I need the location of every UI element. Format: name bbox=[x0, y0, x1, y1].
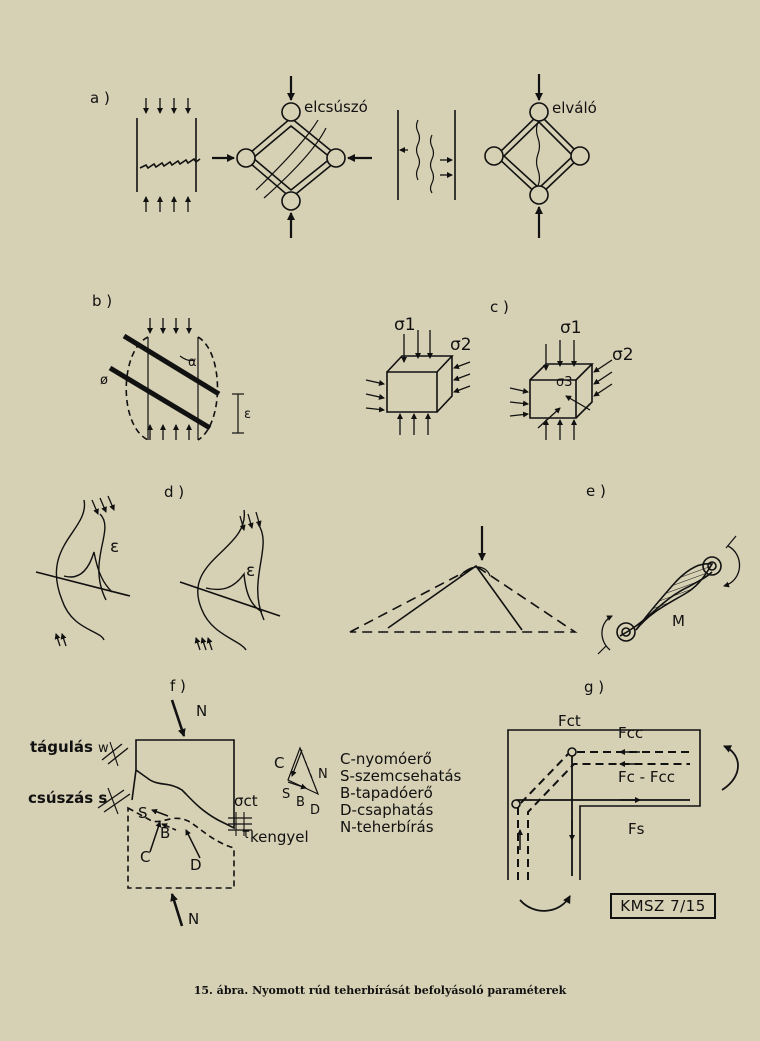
label-epsilon: ε bbox=[244, 407, 251, 422]
legend-item: C-nyomóerő bbox=[340, 750, 432, 768]
label-sigma2: σ2 bbox=[450, 335, 472, 355]
triangle-B: B bbox=[296, 795, 305, 810]
panel-e bbox=[349, 526, 741, 655]
label-N-top: N bbox=[196, 702, 207, 720]
panel-a-label: a ) bbox=[90, 89, 110, 107]
label-sigma1: σ1 bbox=[394, 315, 416, 335]
label-expansion: tágulás bbox=[30, 738, 93, 756]
label-sigma1-b: σ1 bbox=[560, 318, 582, 338]
panel-a bbox=[136, 74, 590, 238]
triangle-C: C bbox=[274, 754, 284, 772]
label-epsilon-d2: ε bbox=[246, 561, 255, 581]
figure-stamp: KMSZ 7/15 bbox=[610, 893, 716, 919]
legend-item: N-teherbírás bbox=[340, 818, 434, 836]
legend-item: B-tapadóerő bbox=[340, 784, 433, 802]
label-sliding: csúszás s bbox=[28, 789, 107, 807]
panel-d bbox=[35, 495, 281, 651]
legend-item: D-csaphatás bbox=[340, 801, 434, 819]
panel-f-label: f ) bbox=[170, 677, 186, 695]
labels: a ) elcsúszó elváló b ) α ø ε c ) σ1 σ2 … bbox=[28, 89, 685, 928]
panel-g-label: g ) bbox=[584, 678, 604, 696]
label-Fs: Fs bbox=[628, 820, 645, 838]
panel-g bbox=[507, 729, 739, 912]
label-sigma-ct: σct bbox=[234, 792, 258, 810]
triangle-N: N bbox=[318, 767, 328, 782]
panel-b bbox=[108, 318, 244, 441]
triangle-S: S bbox=[282, 787, 290, 802]
legend-item: S-szemcsehatás bbox=[340, 767, 462, 785]
label-sigma2-b: σ2 bbox=[612, 345, 634, 365]
label-C: C bbox=[140, 848, 150, 866]
label-phi: ø bbox=[100, 373, 108, 388]
label-alpha: α bbox=[188, 355, 197, 370]
label-tau: τ bbox=[242, 827, 250, 842]
panel-e-label: e ) bbox=[586, 482, 606, 500]
label-split: elváló bbox=[552, 99, 597, 117]
panel-b-label: b ) bbox=[92, 292, 112, 310]
panel-c bbox=[365, 330, 613, 440]
label-Fc-minus-Fcc: Fc - Fcc bbox=[618, 768, 675, 786]
label-sigma3: σ3 bbox=[556, 375, 573, 390]
label-epsilon-d1: ε bbox=[110, 537, 119, 557]
figure-caption: 15. ábra. Nyomott rúd teherbírását befol… bbox=[193, 984, 567, 997]
label-Fcc: Fcc bbox=[618, 724, 643, 742]
panel-c-label: c ) bbox=[490, 298, 509, 316]
label-w: w bbox=[98, 741, 109, 756]
label-slip: elcsúszó bbox=[304, 98, 368, 116]
label-D: D bbox=[190, 856, 202, 874]
triangle-D: D bbox=[310, 803, 320, 818]
panel-f bbox=[97, 699, 320, 927]
panel-d-label: d ) bbox=[164, 483, 184, 501]
label-B: B bbox=[160, 824, 170, 842]
label-S: S bbox=[138, 804, 148, 822]
label-stirrup: kengyel bbox=[250, 828, 309, 846]
label-N-bottom: N bbox=[188, 910, 199, 928]
label-moment: M bbox=[672, 612, 685, 630]
label-Fct: Fct bbox=[558, 712, 581, 730]
